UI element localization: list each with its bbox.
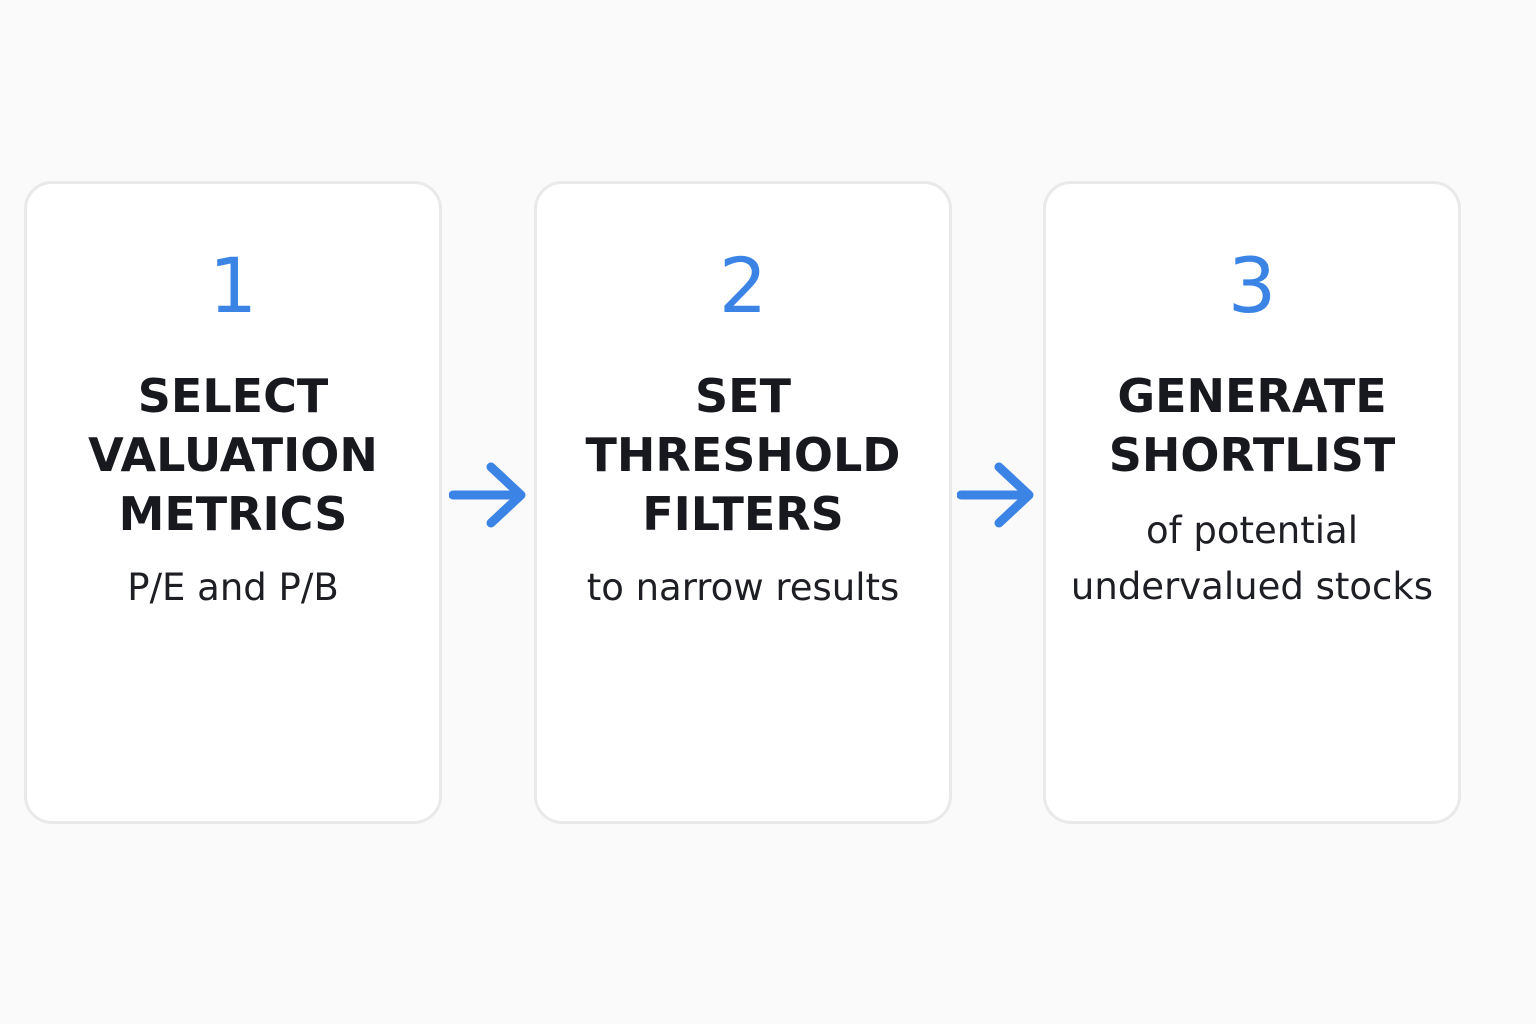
step-description: of potential undervalued stocks: [1070, 509, 1434, 608]
step-card-3: 3 GENERATE SHORTLIST of potential underv…: [1043, 181, 1461, 824]
step-title: SET THRESHOLD FILTERS: [585, 369, 901, 541]
step-description: P/E and P/B: [127, 566, 339, 609]
step-title: GENERATE SHORTLIST: [1108, 369, 1396, 482]
arrow-right-icon: [449, 462, 526, 528]
step-number: 2: [718, 241, 768, 330]
step-description: to narrow results: [586, 566, 900, 609]
step-card-2: 2 SET THRESHOLD FILTERS to narrow result…: [534, 181, 952, 824]
step-number: 1: [208, 241, 258, 330]
step-card-1: 1 SELECT VALUATION METRICS P/E and P/B: [24, 181, 442, 824]
step-number: 3: [1227, 241, 1277, 330]
step-title: SELECT VALUATION METRICS: [88, 369, 378, 541]
arrow-right-icon: [957, 462, 1034, 528]
